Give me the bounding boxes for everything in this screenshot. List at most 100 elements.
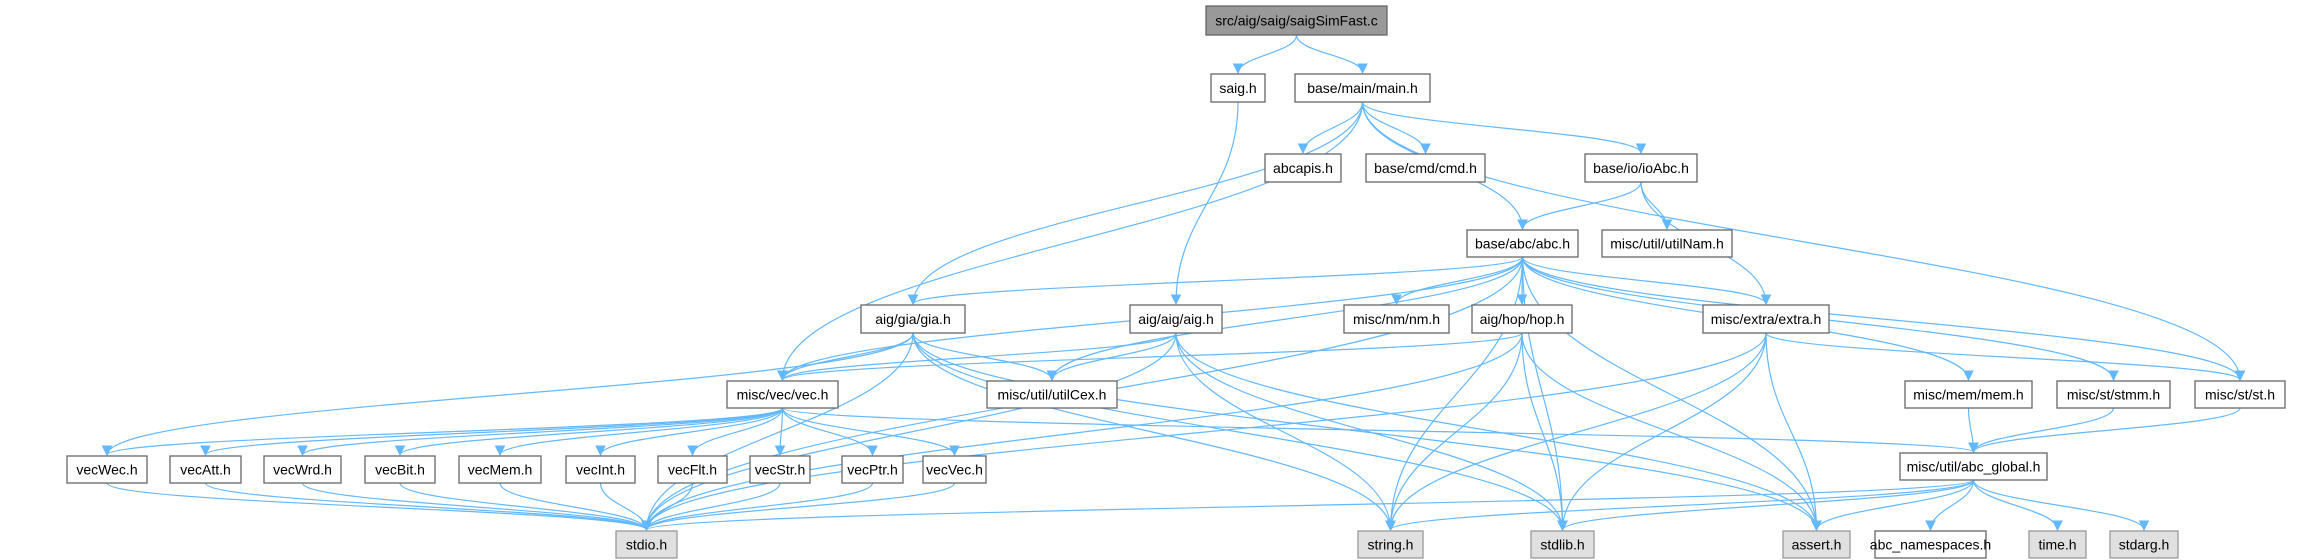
edge-aig-to-string [1175, 332, 1396, 532]
node-vecstr[interactable]: vecStr.h [749, 455, 811, 484]
edge-vec-to-vecstr [774, 407, 786, 457]
edge-main-to-ioabc [1361, 101, 1647, 155]
edge-extra-to-stdio [641, 332, 1767, 532]
node-aig[interactable]: aig/aig/aig.h [1129, 304, 1223, 334]
edge-abc-to-st [1521, 256, 2246, 382]
edge-st-to-abcglobal [1968, 407, 2241, 454]
node-vecbit[interactable]: vecBit.h [364, 455, 436, 484]
node-abc[interactable]: base/abc/abc.h [1466, 229, 1579, 258]
node-utilcex[interactable]: misc/util/utilCex.h [986, 380, 1118, 409]
node-label: stdlib.h [1540, 537, 1584, 553]
node-label: vecStr.h [755, 462, 806, 478]
node-label: vecWrd.h [273, 462, 332, 478]
node-label: base/cmd/cmd.h [1374, 160, 1477, 176]
node-box [169, 455, 242, 484]
node-label: misc/nm/nm.h [1353, 311, 1440, 327]
node-assert[interactable]: assert.h [1782, 530, 1851, 559]
node-stdarg[interactable]: stdarg.h [2109, 530, 2179, 559]
edge-abcglobal-to-stdlib [1557, 479, 1975, 532]
edge-vec-to-vecptr [781, 407, 878, 457]
edge-hop-to-vec [777, 332, 1523, 382]
node-label: vecMem.h [468, 462, 533, 478]
node-vecflt[interactable]: vecFlt.h [657, 455, 728, 484]
node-box [1782, 530, 1851, 559]
node-vecptr[interactable]: vecPtr.h [841, 455, 904, 484]
node-vecwrd[interactable]: vecWrd.h [263, 455, 342, 484]
edge-ioabc-to-abc [1517, 181, 1642, 231]
node-box [1210, 73, 1266, 103]
edge-abcglobal-to-stdarg [1972, 479, 2150, 532]
node-box [1264, 153, 1342, 183]
edge-vecwec-to-stdio [106, 482, 652, 532]
edge-hop-to-assert [1521, 332, 1822, 532]
node-box [1530, 530, 1595, 559]
node-abcglobal[interactable]: misc/util/abc_global.h [1899, 452, 2048, 481]
node-vecmem[interactable]: vecMem.h [458, 455, 542, 484]
node-box [1343, 304, 1450, 334]
node-abcapis[interactable]: abcapis.h [1264, 153, 1342, 183]
edge-vec-to-vecvec [781, 407, 960, 457]
edge-root-to-saig [1232, 34, 1298, 75]
node-vecvec[interactable]: vecVec.h [922, 455, 987, 484]
edge-saig-to-aig [1170, 101, 1239, 306]
node-vecwec[interactable]: vecWec.h [66, 455, 148, 484]
node-extra[interactable]: misc/extra/extra.h [1702, 304, 1830, 334]
node-root[interactable]: src/aig/saig/saigSimFast.c [1205, 5, 1388, 36]
edge-vec-to-vecatt [200, 407, 784, 457]
edge-hop-to-stdlib [1521, 332, 1568, 532]
node-label: misc/extra/extra.h [1711, 311, 1821, 327]
node-nm[interactable]: misc/nm/nm.h [1343, 304, 1450, 334]
node-box [615, 530, 678, 559]
edge-ioabc-to-utilnam [1640, 181, 1673, 231]
edge-vec-to-vecwec [101, 407, 784, 457]
node-box [922, 455, 987, 484]
node-st[interactable]: misc/st/st.h [2194, 380, 2286, 409]
node-hop[interactable]: aig/hop/hop.h [1471, 304, 1573, 334]
node-box [986, 380, 1118, 409]
edge-vecbit-to-stdio [399, 482, 652, 532]
node-stmm[interactable]: misc/st/stmm.h [2056, 380, 2171, 409]
edge-main-to-cmd [1361, 101, 1431, 155]
node-box [1471, 304, 1573, 334]
node-label: misc/util/abc_global.h [1907, 459, 2041, 475]
node-saig[interactable]: saig.h [1210, 73, 1266, 103]
node-stdio[interactable]: stdio.h [615, 530, 678, 559]
node-time[interactable]: time.h [2028, 530, 2087, 559]
node-label: vecFlt.h [668, 462, 717, 478]
node-label: abcapis.h [1273, 160, 1333, 176]
edge-vec-to-vecmem [494, 407, 784, 457]
edge-extra-to-st [1765, 332, 2246, 382]
edge-abc-to-nm [1391, 256, 1524, 306]
node-mem[interactable]: misc/mem/mem.h [1904, 380, 2033, 409]
node-ioabc[interactable]: base/io/ioAbc.h [1584, 153, 1698, 183]
node-vecatt[interactable]: vecAtt.h [169, 455, 242, 484]
node-box [2056, 380, 2171, 409]
node-label: time.h [2038, 537, 2076, 553]
node-box [841, 455, 904, 484]
node-cmd[interactable]: base/cmd/cmd.h [1365, 153, 1486, 183]
node-label: aig/hop/hop.h [1480, 311, 1565, 327]
node-label: misc/st/stmm.h [2067, 387, 2160, 403]
node-box [860, 304, 966, 334]
node-utilnam[interactable]: misc/util/utilNam.h [1601, 229, 1733, 258]
edge-gia-to-assert [912, 332, 1822, 532]
edge-extra-to-assert [1765, 332, 1822, 532]
node-label: misc/mem/mem.h [1913, 387, 2023, 403]
node-main[interactable]: base/main/main.h [1294, 73, 1431, 103]
edge-aig-to-vec [777, 332, 1177, 382]
node-label: vecVec.h [926, 462, 983, 478]
node-label: vecAtt.h [180, 462, 231, 478]
node-box [1365, 153, 1486, 183]
edge-gia-to-vecwec [101, 332, 914, 457]
node-stdlib[interactable]: stdlib.h [1530, 530, 1595, 559]
edge-vec-to-vecflt [687, 407, 784, 457]
node-abcns[interactable]: abc_namespaces.h [1870, 530, 1991, 559]
edge-abc-to-utilcex [1046, 256, 1524, 382]
node-box [1899, 452, 2048, 481]
node-gia[interactable]: aig/gia/gia.h [860, 304, 966, 334]
edge-abc-to-gia [907, 256, 1524, 306]
node-vec[interactable]: misc/vec/vec.h [726, 380, 839, 409]
node-vecint[interactable]: vecInt.h [565, 455, 636, 484]
node-string[interactable]: string.h [1357, 530, 1424, 559]
node-label: src/aig/saig/saigSimFast.c [1215, 13, 1378, 29]
